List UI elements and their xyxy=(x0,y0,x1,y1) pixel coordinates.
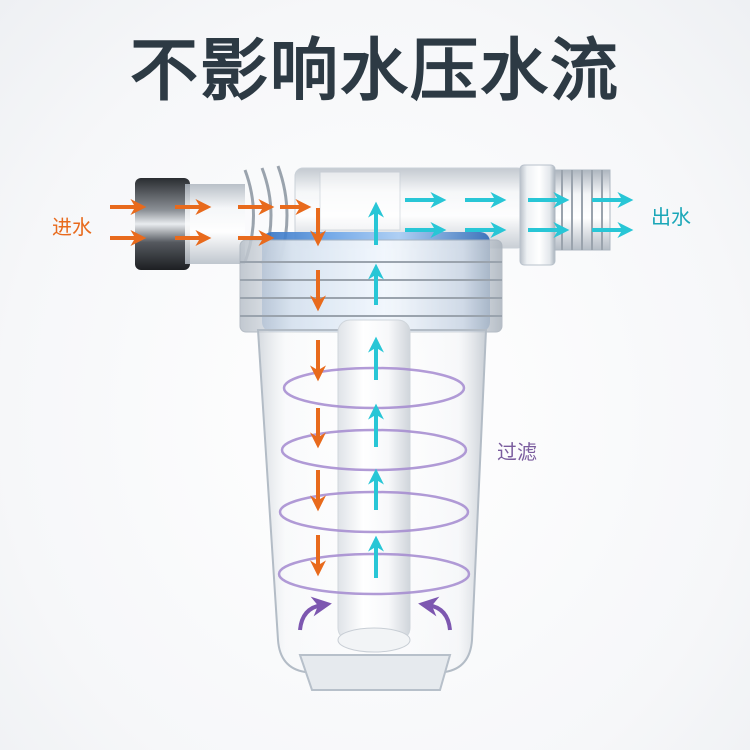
inflow-arrows xyxy=(110,199,312,246)
outflow-arrows xyxy=(405,192,634,238)
water-in-label: 进水 xyxy=(52,215,92,239)
threaded-cap xyxy=(239,239,503,333)
outlet-thread xyxy=(554,169,611,251)
inlet-fitting xyxy=(135,165,289,270)
bowl-base xyxy=(298,654,452,691)
swirl-arrow-right xyxy=(418,596,452,631)
swirl-arrow-left xyxy=(298,596,332,631)
water-out-label: 出水 xyxy=(651,205,691,229)
filter-label: 过滤 xyxy=(497,440,537,464)
page-title: 不影响水压水流 xyxy=(129,32,620,111)
